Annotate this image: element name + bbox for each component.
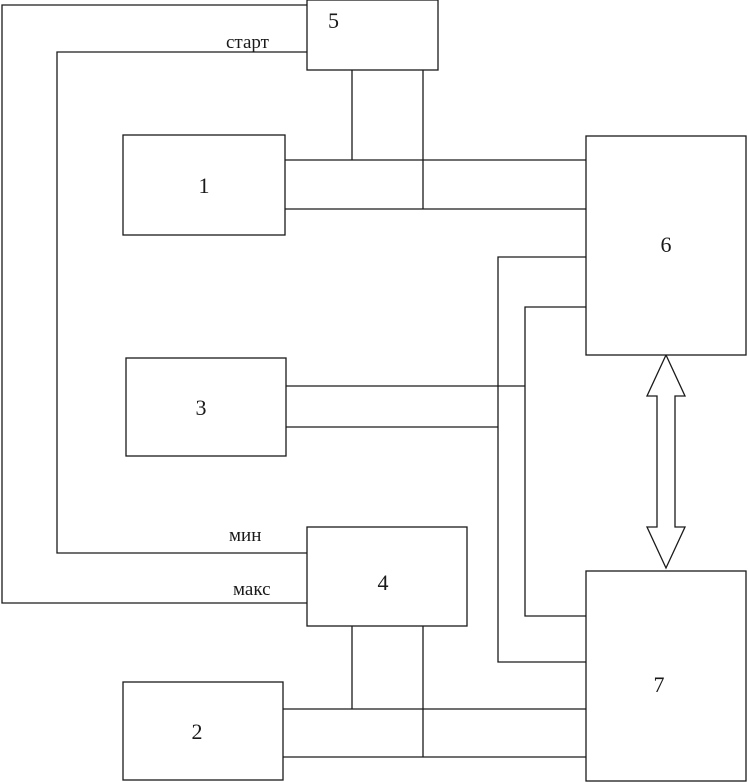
- block-5: 5: [306, 0, 439, 71]
- wire-6-7-inner: [524, 306, 586, 617]
- signal-label-max: макс: [233, 579, 271, 600]
- block-1: 1: [122, 134, 286, 236]
- block-7: 7: [585, 570, 747, 782]
- signal-label-min: мин: [229, 525, 261, 546]
- connection-wires: [1, 4, 586, 758]
- block-7-box: [585, 570, 747, 782]
- block-5-label: 5: [328, 8, 339, 33]
- block-6: 6: [585, 135, 747, 356]
- block-3-box: [125, 357, 287, 457]
- block-2: 2: [122, 681, 284, 781]
- block-4-label: 4: [378, 570, 389, 595]
- wire-6-7-outer: [497, 256, 586, 663]
- block-6-label: 6: [661, 232, 672, 257]
- bidirectional-arrow-6-7: [645, 353, 687, 570]
- wire-max-loop: [1, 4, 307, 604]
- signal-label-start: старт: [226, 32, 270, 53]
- block-6-box: [585, 135, 747, 356]
- block-4: 4: [306, 526, 468, 627]
- block-5-box: [306, 0, 439, 71]
- wire-start: [56, 51, 307, 554]
- block-4-box: [306, 526, 468, 627]
- block-3-label: 3: [196, 395, 207, 420]
- block-1-box: [122, 134, 286, 236]
- block-2-box: [122, 681, 284, 781]
- block-2-label: 2: [192, 719, 203, 744]
- block-7-label: 7: [654, 672, 665, 697]
- block-1-label: 1: [199, 173, 210, 198]
- block-3: 3: [125, 357, 287, 457]
